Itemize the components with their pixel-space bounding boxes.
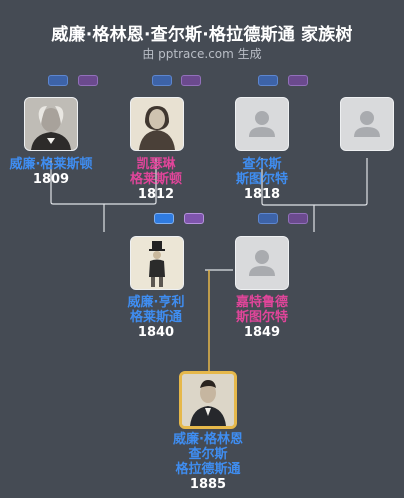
portrait-photo-icon <box>182 374 234 426</box>
person-name-1885[interactable]: 威廉·格林恩 查尔斯 格拉德斯通 1885 <box>173 432 243 492</box>
portrait-photo-1812[interactable] <box>130 97 184 151</box>
portrait-photo-icon <box>131 237 183 289</box>
father-marker-1849[interactable] <box>258 213 278 224</box>
portrait-photo-icon <box>25 98 77 150</box>
portrait-photo-1885-selected[interactable] <box>179 371 237 429</box>
mother-marker-1818[interactable] <box>288 75 308 86</box>
portrait-photo-1809[interactable] <box>24 97 78 151</box>
placeholder-avatar-spouse[interactable] <box>340 97 394 151</box>
person-name-1818[interactable]: 查尔斯 斯图尔特 1818 <box>235 157 288 202</box>
mother-marker-1809[interactable] <box>78 75 98 86</box>
portrait-photo-1840[interactable] <box>130 236 184 290</box>
person-name-1812[interactable]: 凯瑟琳 格莱斯顿 1812 <box>129 157 182 202</box>
father-marker-1812[interactable] <box>152 75 172 86</box>
page-subtitle: 由 pptrace.com 生成 <box>142 47 262 61</box>
portrait-photo-icon <box>131 98 183 150</box>
placeholder-avatar-1849[interactable] <box>235 236 289 290</box>
person-name-1809[interactable]: 威廉·格莱斯顿 1809 <box>9 157 93 187</box>
father-marker-1809[interactable] <box>48 75 68 86</box>
person-name-1840[interactable]: 威廉·亨利 格莱斯通 1840 <box>127 295 185 340</box>
mother-marker-1812[interactable] <box>181 75 201 86</box>
placeholder-avatar-icon <box>236 237 288 289</box>
page-title: 威廉·格林恩·查尔斯·格拉德斯通 家族树 <box>51 25 353 45</box>
person-name-1849[interactable]: 嘉特鲁德 斯图尔特 1849 <box>235 295 288 340</box>
mother-marker-1840[interactable] <box>184 213 204 224</box>
placeholder-avatar-icon <box>341 98 393 150</box>
placeholder-avatar-1818[interactable] <box>235 97 289 151</box>
father-marker-1840[interactable] <box>154 213 174 224</box>
father-marker-1818[interactable] <box>258 75 278 86</box>
mother-marker-1849[interactable] <box>288 213 308 224</box>
placeholder-avatar-icon <box>236 98 288 150</box>
